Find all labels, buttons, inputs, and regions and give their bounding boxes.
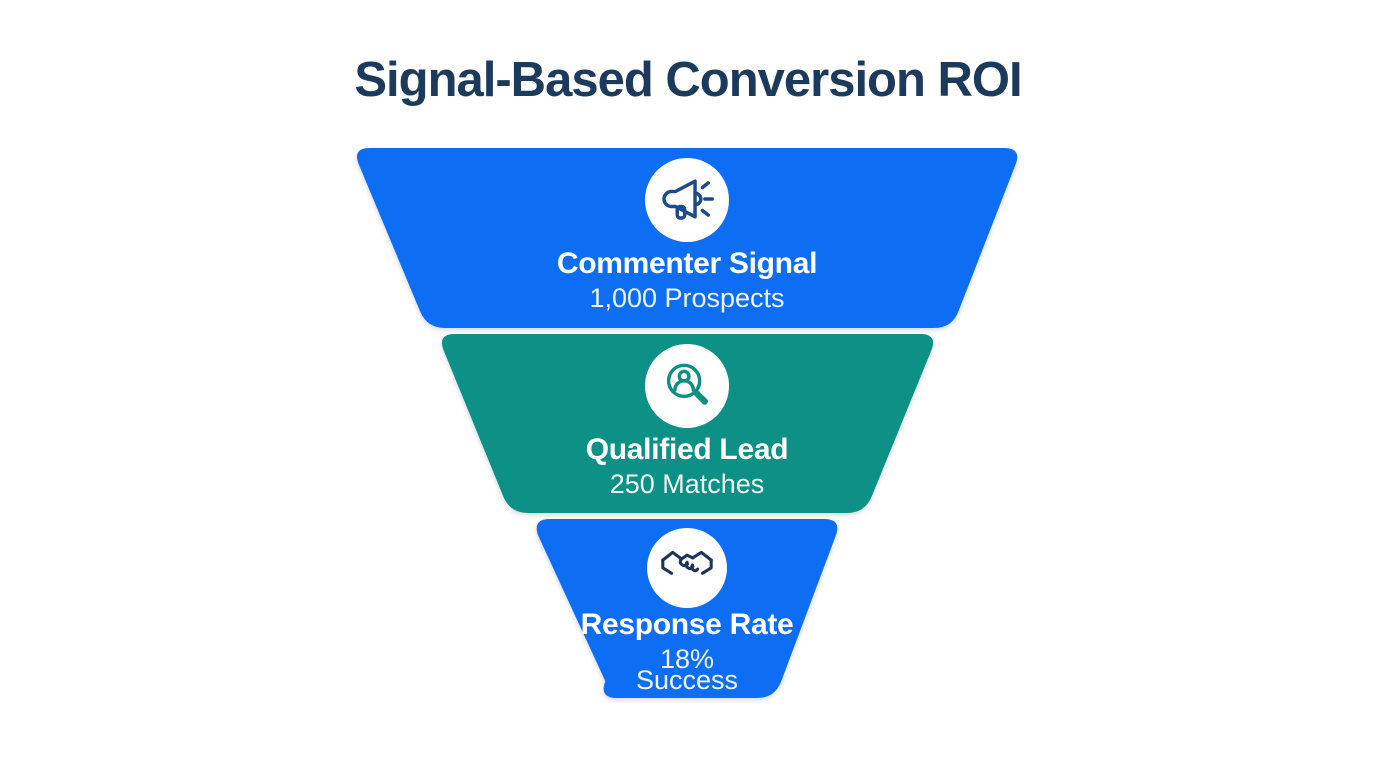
megaphone-icon (662, 179, 715, 220)
page-title: Signal-Based Conversion ROI (354, 53, 1022, 107)
icon-circle-stage-2 (645, 344, 729, 428)
person-search-icon (666, 363, 708, 405)
funnel-stage-response-rate-shape (536, 519, 838, 698)
handshake-icon (661, 550, 713, 575)
icon-circle-stage-1 (645, 158, 729, 242)
